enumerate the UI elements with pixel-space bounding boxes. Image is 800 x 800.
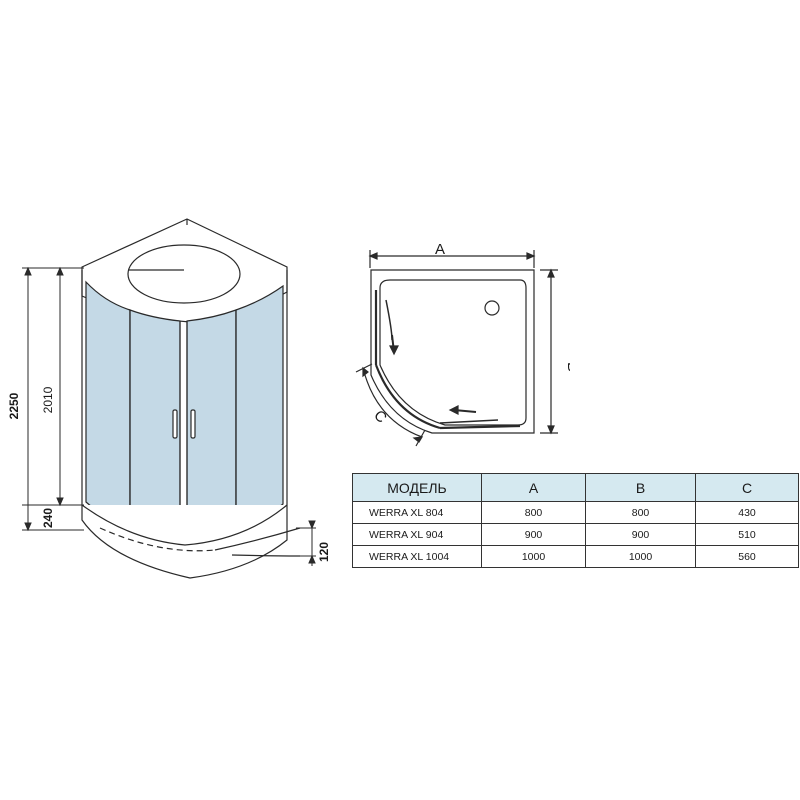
glass-panel-right bbox=[235, 284, 284, 529]
table-row: WERRA XL 904 900 900 510 bbox=[352, 523, 799, 546]
cell-a: 900 bbox=[481, 523, 586, 546]
plan-inner bbox=[379, 279, 527, 426]
dim-tray-height: 120 bbox=[317, 542, 331, 562]
cell-b: 900 bbox=[585, 523, 696, 546]
cell-model: WERRA XL 1004 bbox=[352, 545, 482, 568]
cell-c: 510 bbox=[695, 523, 799, 546]
cabin-base bbox=[81, 505, 288, 579]
header-a: A bbox=[481, 473, 586, 502]
roof-lamp bbox=[127, 244, 241, 304]
door-handle-right bbox=[190, 409, 196, 439]
header-model: МОДЕЛЬ bbox=[352, 473, 482, 502]
plan-outer bbox=[370, 269, 535, 434]
plan-label-a: A bbox=[435, 241, 445, 258]
plan-view: A B C bbox=[355, 241, 570, 447]
table-header-row: МОДЕЛЬ A B C bbox=[352, 473, 799, 502]
table-row: WERRA XL 1004 1000 1000 560 bbox=[352, 545, 799, 568]
cell-model: WERRA XL 904 bbox=[352, 523, 482, 546]
glass-panel-left bbox=[85, 280, 131, 529]
plan-label-c: C bbox=[370, 407, 390, 427]
cell-c: 430 bbox=[695, 501, 799, 524]
dim-total-height: 2250 bbox=[7, 392, 21, 419]
plan-label-b: B bbox=[564, 362, 570, 372]
cell-a: 1000 bbox=[481, 545, 586, 568]
table-row: WERRA XL 804 800 800 430 bbox=[352, 501, 799, 524]
cell-b: 1000 bbox=[585, 545, 696, 568]
cell-model: WERRA XL 804 bbox=[352, 501, 482, 524]
header-c: C bbox=[695, 473, 799, 502]
dim-base-height: 240 bbox=[41, 508, 55, 528]
cell-b: 800 bbox=[585, 501, 696, 524]
cell-a: 800 bbox=[481, 501, 586, 524]
cabin-frame bbox=[81, 270, 288, 505]
drain bbox=[484, 300, 500, 316]
door-handle-left bbox=[172, 409, 178, 439]
cabin-elevation: 2250 2010 240 120 bbox=[7, 218, 331, 579]
header-b: B bbox=[585, 473, 696, 502]
cell-c: 560 bbox=[695, 545, 799, 568]
dim-cabin-height: 2010 bbox=[41, 386, 55, 413]
spec-table: МОДЕЛЬ A B C WERRA XL 804 800 800 430 WE… bbox=[352, 473, 799, 568]
